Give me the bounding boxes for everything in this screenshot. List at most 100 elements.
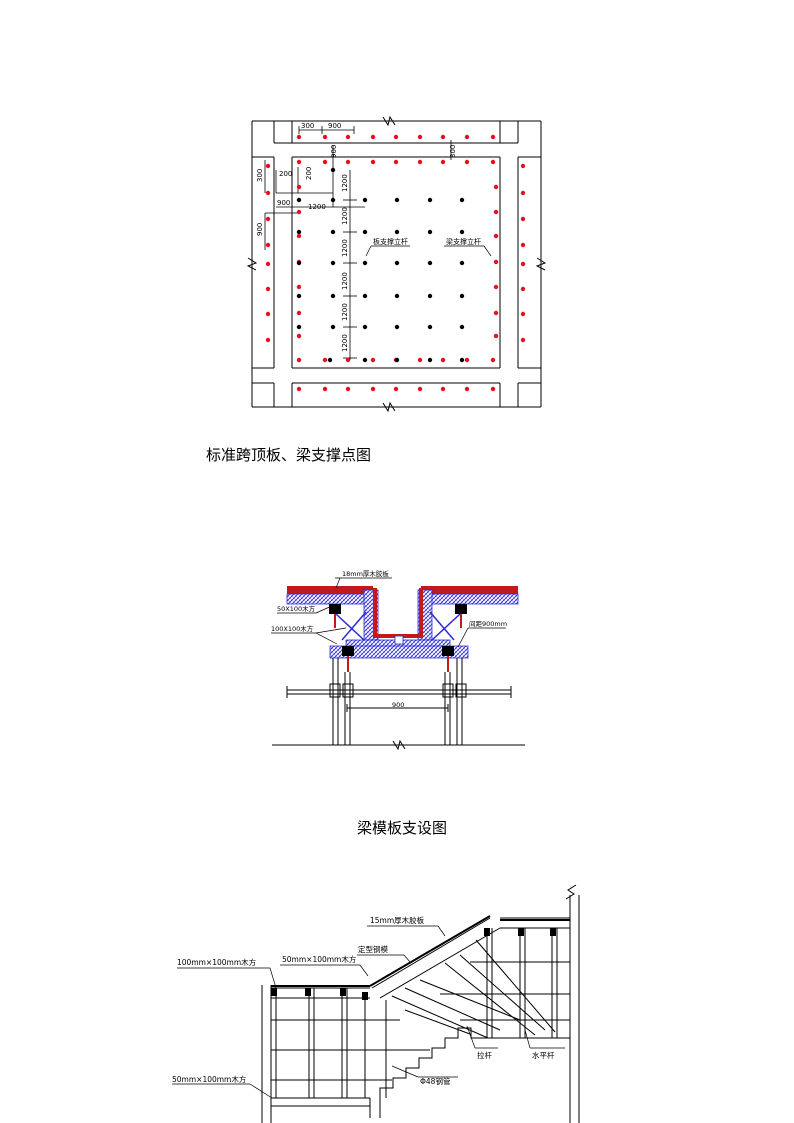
label-slab-support-post: 板支撑立杆 (373, 237, 408, 246)
beam-support-point (345, 386, 351, 392)
beam-support-point (393, 134, 399, 140)
label-100x100-timber: 100mm×100mm木方 (177, 957, 257, 967)
slab-beam-support-plan: 300 900 900 300 300 200 200 1200 900 120… (246, 115, 547, 413)
beam-support-point (464, 386, 470, 392)
slab-support-point (362, 229, 368, 235)
slab-support-point (459, 357, 465, 363)
beam-support-point (490, 134, 496, 140)
slab-support-point (427, 197, 433, 203)
beam-support-point (464, 159, 470, 165)
slab-support-point (427, 324, 433, 330)
beam-support-point (417, 386, 423, 392)
slab-support-point (394, 197, 400, 203)
beam-support-point (265, 216, 271, 222)
slab-support-point (362, 357, 368, 363)
label-100x100-timber: 100X100木方 (271, 624, 314, 633)
dim-900: 900 (392, 701, 404, 709)
stair-formwork-section: 15mm厚木胶板 定型钢模 50mm×100mm木方 100mm×100mm木方… (172, 884, 580, 1123)
dim-1200-c: 1200 (341, 239, 349, 257)
beam-support-point (296, 357, 302, 363)
beam-formwork-section: 18mm厚木胶板 50X100木方 100X100木方 间距900mm 900 (271, 569, 525, 751)
slab-support-point (330, 229, 336, 235)
beam-support-point (265, 190, 271, 196)
dim-1200-a: 1200 (341, 174, 349, 192)
beam-support-point (493, 259, 499, 265)
label-steel-formwork: 定型钢模 (358, 944, 388, 954)
slab-support-point (459, 293, 465, 299)
beam-support-point (520, 190, 526, 196)
dim-200-b: 200 (305, 167, 313, 180)
beam-support-point (417, 134, 423, 140)
beam-support-point (322, 386, 328, 392)
slab-support-point (394, 357, 400, 363)
beam-support-point (296, 233, 302, 239)
beam-support-point (296, 333, 302, 339)
beam-support-point (493, 184, 499, 190)
slab-support-point (330, 167, 336, 173)
dim-900-vertical: 900 (330, 145, 338, 158)
label-50x100-timber: 50X100木方 (277, 604, 316, 613)
dim-300-left: 300 (256, 169, 264, 182)
beam-support-point (296, 284, 302, 290)
slab-support-point (362, 324, 368, 330)
beam-support-point (322, 159, 328, 165)
beam-support-point (520, 337, 526, 343)
beam-support-point (296, 209, 302, 215)
beam-support-point (490, 357, 496, 363)
beam-support-point (265, 242, 271, 248)
beam-support-point (370, 386, 376, 392)
slab-support-point (394, 260, 400, 266)
beam-support-point (296, 386, 302, 392)
dim-900-mid: 900 (256, 223, 264, 236)
dim-1200-e: 1200 (341, 303, 349, 321)
label-steel-pipe: Φ48钢管 (420, 1076, 451, 1086)
beam-support-point (520, 163, 526, 169)
beam-support-point (493, 233, 499, 239)
slab-support-point (362, 197, 368, 203)
beam-support-point (520, 216, 526, 222)
beam-support-point (493, 209, 499, 215)
label-tie-bar: 拉杆 (477, 1050, 492, 1060)
beam-support-point (370, 357, 376, 363)
slab-support-point (459, 229, 465, 235)
slab-support-point (394, 229, 400, 235)
beam-support-point (265, 337, 271, 343)
support-points (265, 134, 526, 392)
beam-support-point (440, 159, 446, 165)
dim-900-left: 900 (277, 199, 290, 207)
beam-support-point (345, 159, 351, 165)
dim-300-right: 300 (449, 145, 457, 158)
beam-support-point (493, 284, 499, 290)
label-horizontal-bar: 水平杆 (532, 1050, 555, 1060)
dim-200-a: 200 (279, 170, 292, 178)
dim-300-top: 300 (301, 122, 314, 130)
slab-support-point (362, 293, 368, 299)
beam-support-point (322, 134, 328, 140)
beam-support-point (440, 386, 446, 392)
slab-support-point (427, 293, 433, 299)
dim-1200-h: 1200 (308, 203, 326, 211)
slab-support-point (427, 357, 433, 363)
slab-support-point (330, 260, 336, 266)
label-spacing-900mm: 间距900mm (469, 620, 507, 628)
beam-support-point (493, 310, 499, 316)
slab-support-point (296, 197, 302, 203)
slab-support-point (330, 197, 336, 203)
beam-support-point (370, 159, 376, 165)
label-50x100-timber-top: 50mm×100mm木方 (282, 954, 357, 964)
beam-support-point (493, 333, 499, 339)
slab-support-point (296, 293, 302, 299)
beam-support-point (440, 357, 446, 363)
beam-support-point (490, 386, 496, 392)
beam-support-point (296, 310, 302, 316)
beam-support-point (417, 357, 423, 363)
beam-support-point (296, 184, 302, 190)
figure-2-caption: 梁模板支设图 (357, 819, 448, 837)
figure-1-caption: 标准跨顶板、梁支撑点图 (206, 446, 372, 464)
slab-support-point (427, 229, 433, 235)
beam-support-point (393, 386, 399, 392)
slab-support-point (394, 293, 400, 299)
beam-support-point (520, 261, 526, 267)
beam-support-point (464, 134, 470, 140)
beam-support-point (265, 163, 271, 169)
